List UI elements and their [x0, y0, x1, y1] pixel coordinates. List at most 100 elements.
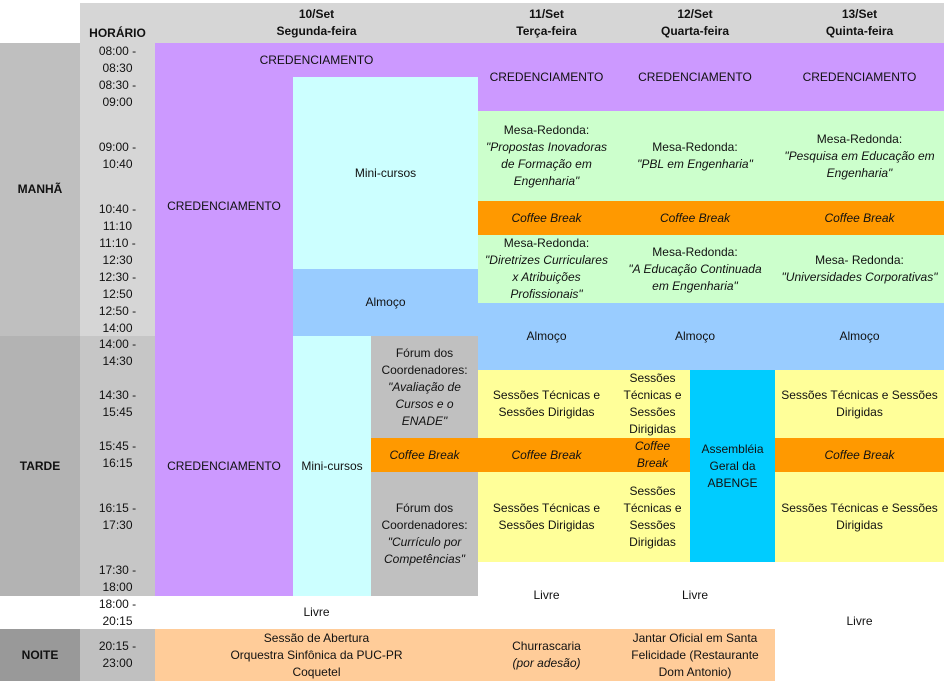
- period-noite: NOITE: [0, 629, 80, 681]
- coffee-break-13-pm: Coffee Break: [775, 438, 944, 472]
- cell-text: em Engenharia": [652, 278, 738, 293]
- sessoes-13-2: Sessões Técnicas e Sessões Dirigidas: [775, 472, 944, 562]
- cell-text: Engenharia": [826, 165, 893, 180]
- cell-text: 23:00: [102, 656, 133, 670]
- cell-text: Mesa-Redonda:: [816, 131, 903, 146]
- credenciamento-12: CREDENCIAMENTO: [615, 43, 775, 111]
- cell-text: 08:00 -: [98, 44, 137, 58]
- cell-text: 09:00 -: [98, 140, 137, 154]
- cell-text: "Currículo por: [387, 535, 462, 549]
- header-day-11: 11/Set Terça-feira: [478, 3, 615, 43]
- cell-text: 11:10: [102, 219, 133, 233]
- header-day-12: 12/Set Quarta-feira: [615, 3, 775, 43]
- cell-text: TARDE: [19, 458, 61, 473]
- cell-text: Coordenadores:: [381, 518, 468, 532]
- time-slot: 14:00 -14:30: [80, 336, 155, 370]
- cell-text: Mesa- Redonda:: [815, 253, 904, 267]
- cell-text: 15:45: [102, 405, 133, 419]
- cell-text: Sessões Técnicas e Sessões: [781, 501, 938, 515]
- cell-text: Sessões Técnicas e Sessões: [781, 388, 938, 402]
- day-weekday: Terça-feira: [516, 24, 577, 38]
- cell-text: Sessões: [629, 484, 676, 498]
- day-date: 12/Set: [677, 7, 713, 21]
- livre-13: Livre: [775, 562, 944, 681]
- credenciamento-10-afternoon: CREDENCIAMENTO: [155, 336, 293, 596]
- cell-text: "Universidades Corporativas": [781, 270, 938, 284]
- cell-text: 18:00: [102, 580, 133, 594]
- sessao-abertura: Sessão de Abertura Orquestra Sinfônica d…: [155, 629, 478, 681]
- cell-text: CREDENCIAMENTO: [802, 69, 917, 84]
- time-slot: 17:30 -18:00: [80, 562, 155, 596]
- cell-text: Dom Antonio): [658, 664, 732, 679]
- cell-text: Dirigidas: [629, 422, 676, 436]
- cell-text: NOITE: [21, 647, 59, 662]
- cell-text: Mesa-Redonda:: [503, 236, 590, 250]
- cell-text: Sessões: [629, 405, 676, 419]
- cell-text: "Avaliação de: [388, 379, 461, 394]
- time-slot: 08:00 - 08:30: [80, 43, 155, 77]
- jantar-oficial: Jantar Oficial em Santa Felicidade (Rest…: [615, 629, 775, 681]
- cell-text: Almoço: [526, 329, 567, 343]
- sessoes-12-1: Sessões Técnicas e Sessões Dirigidas: [615, 370, 690, 438]
- cell-text: Dirigidas: [629, 535, 676, 549]
- cell-text: Competências": [384, 552, 465, 566]
- cell-text: CREDENCIAMENTO: [638, 69, 752, 84]
- day-weekday: Quinta-feira: [825, 24, 894, 38]
- livre-12: Livre: [615, 562, 775, 629]
- cell-text: "PBL em Engenharia": [637, 157, 753, 171]
- cell-text: Sessões Técnicas e: [492, 501, 601, 515]
- almoco-12: Almoço: [615, 303, 775, 370]
- cell-text: 14:30 -: [98, 388, 137, 402]
- time-slot: 12:50 -14:00: [80, 303, 155, 336]
- cell-text: Livre: [681, 588, 708, 602]
- time-slot: 18:00 -20:15: [80, 596, 155, 629]
- cell-text: ABENGE: [707, 475, 758, 490]
- time-slot: 15:45 -16:15: [80, 438, 155, 472]
- minicursos-manha: Mini-cursos: [293, 77, 478, 269]
- coffee-break-12-pm: Coffee Break: [615, 438, 690, 472]
- cell-text: Coquetel: [292, 664, 341, 679]
- cell-text: Fórum dos: [395, 501, 454, 515]
- cell-text: 20:15 -: [98, 639, 137, 653]
- credenciamento-13: CREDENCIAMENTO: [775, 43, 944, 111]
- cell-text: Mesa-Redonda:: [652, 140, 738, 154]
- mesa-redonda-12-2: Mesa-Redonda: "A Educação Continuada em …: [615, 235, 775, 303]
- cell-text: Coffee Break: [389, 447, 460, 462]
- cell-text: Sessões: [629, 371, 676, 385]
- time-slot: 11:10 -12:30: [80, 235, 155, 269]
- cell-text: Mesa-Redonda:: [652, 244, 738, 259]
- header-day-13: 13/Set Quinta-feira: [775, 3, 944, 43]
- coffee-break-13-am: Coffee Break: [775, 201, 944, 235]
- cell-text: CREDENCIAMENTO: [259, 52, 374, 67]
- cell-text: Almoço: [674, 329, 715, 343]
- forum-coordenadores-1: Fórum dos Coordenadores: "Avaliação de C…: [371, 336, 478, 438]
- cell-text: Livre: [846, 614, 873, 628]
- cell-text: Mini-cursos: [354, 165, 417, 180]
- day-date: 10/Set: [298, 7, 335, 21]
- cell-text: Assembléia: [701, 441, 764, 456]
- credenciamento-10-morning: CREDENCIAMENTO: [155, 77, 293, 336]
- time-slot: 14:30 - 15:45: [80, 370, 155, 438]
- day-weekday: Segunda-feira: [276, 24, 357, 38]
- day-date: 11/Set: [529, 7, 564, 21]
- day-weekday: Quarta-feira: [660, 24, 730, 38]
- cell-text: Livre: [533, 588, 560, 602]
- churrascaria: Churrascaria (por adesão): [478, 629, 615, 681]
- cell-text: Coffee Break: [659, 210, 731, 225]
- cell-text: Orquestra Sinfônica da PUC-PR: [230, 647, 403, 662]
- sessoes-13-1: Sessões Técnicas e Sessões Dirigidas: [775, 370, 944, 438]
- mesa-redonda-13-2: Mesa- Redonda: "Universidades Corporativ…: [775, 235, 944, 303]
- minicursos-tarde: Mini-cursos: [293, 336, 371, 596]
- cell-text: Geral da: [709, 458, 756, 473]
- cell-text: 15:45 -: [98, 439, 137, 453]
- livre-10: Livre: [155, 596, 478, 629]
- credenciamento-11: CREDENCIAMENTO: [478, 43, 615, 111]
- cell-text: "A Educação Continuada: [628, 261, 762, 276]
- cell-text: Coordenadores:: [381, 362, 468, 377]
- cell-text: ENADE": [401, 413, 448, 428]
- cell-text: 08:30: [102, 61, 133, 75]
- cell-text: Fórum dos: [395, 345, 454, 360]
- period-tarde: TARDE: [0, 336, 80, 596]
- cell-text: 16:15 -: [98, 501, 137, 515]
